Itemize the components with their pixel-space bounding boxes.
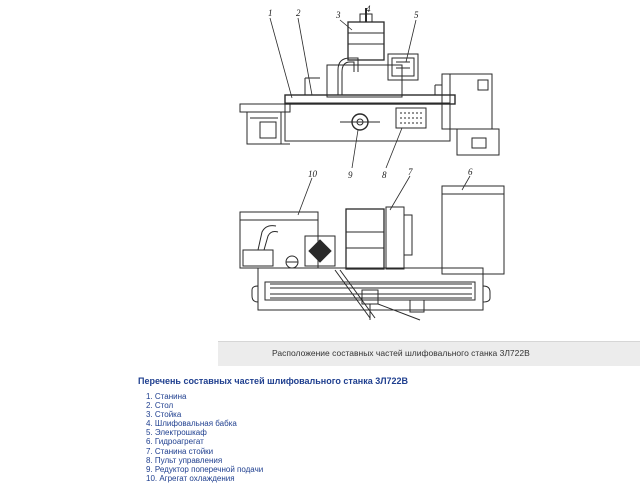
list-item: 7. Станина стойки <box>146 446 214 456</box>
machine-drawing: 1 2 3 4 5 9 8 10 7 6 <box>210 0 510 338</box>
control-panel <box>395 107 427 129</box>
list-item: 8. Пульт управления <box>146 455 223 465</box>
list-item: 1. Станина <box>146 392 187 401</box>
front-view <box>239 8 500 156</box>
callout-7: 7 <box>408 167 413 177</box>
list-item: 9. Редуктор поперечной подачи <box>146 464 264 474</box>
column-base-outline <box>345 208 385 270</box>
column-outline <box>326 64 403 98</box>
callout-3: 3 <box>335 10 341 20</box>
list-item: 2. Стол <box>146 401 174 411</box>
list-item: 4. Шлифовальная бабка <box>146 419 237 429</box>
table-outline <box>284 94 456 105</box>
list-item: 3. Стойка <box>146 410 182 420</box>
callout-9: 9 <box>348 170 353 180</box>
caption-bar: Расположение составных частей шлифовальн… <box>218 341 640 366</box>
figure-caption: Расположение составных частей шлифовальн… <box>272 348 530 358</box>
callout-5: 5 <box>414 10 419 20</box>
list-item: 6. Гидроагрегат <box>146 437 204 447</box>
callout-6: 6 <box>468 167 473 177</box>
grinding-head-outline <box>347 21 385 61</box>
hydraulic-unit-outline <box>441 185 505 275</box>
callout-2: 2 <box>296 8 301 18</box>
plan-view <box>239 185 505 321</box>
callout-8: 8 <box>382 170 387 180</box>
list-item: 10. Агрегат охлаждения <box>146 473 235 483</box>
callout-10: 10 <box>308 169 318 179</box>
parts-list: 1. Станина 2. Стол 3. Стойка 4. Шлифовал… <box>146 392 263 483</box>
callout-1: 1 <box>268 8 273 18</box>
parts-list-title: Перечень составных частей шлифовального … <box>138 376 409 386</box>
list-item: 5. Электрошкаф <box>146 428 207 438</box>
callout-4: 4 <box>366 4 371 14</box>
